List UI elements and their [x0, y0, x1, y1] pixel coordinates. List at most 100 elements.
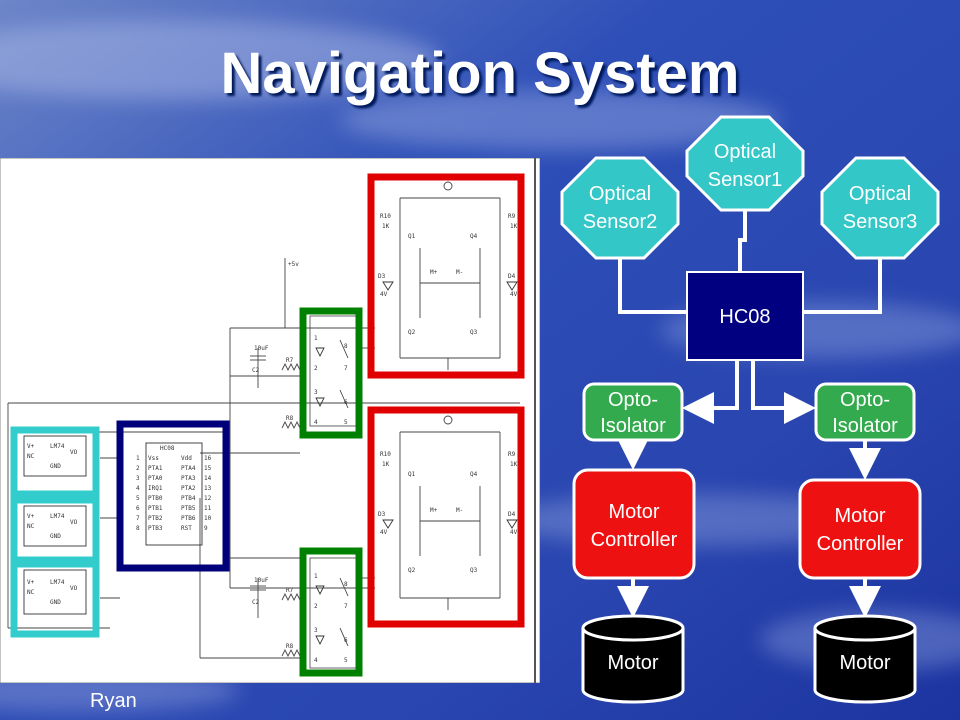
highlight-regulator-1 [10, 426, 100, 498]
svg-text:RST: RST [181, 525, 192, 532]
highlight-opto-top [299, 307, 363, 439]
optical-sensor1: Optical Sensor1 [685, 115, 805, 212]
svg-text:4: 4 [314, 419, 318, 426]
svg-text:HC08: HC08 [160, 445, 175, 452]
svg-text:Q2: Q2 [408, 567, 416, 574]
svg-text:Sensor1: Sensor1 [708, 169, 783, 191]
svg-text:LM74: LM74 [50, 579, 65, 586]
svg-text:D4: D4 [508, 273, 516, 280]
svg-text:Q1: Q1 [408, 233, 416, 240]
svg-text:PTA4: PTA4 [181, 465, 196, 472]
svg-text:M+: M+ [430, 269, 438, 276]
svg-text:Optical: Optical [714, 141, 776, 163]
svg-text:PTB4: PTB4 [181, 495, 196, 502]
svg-text:PTB6: PTB6 [181, 515, 196, 522]
resistors-left: R7 R8 R7 R8 [281, 357, 301, 658]
hbridge-bottom-schematic: R10 1K R9 1K Q1 Q2 Q3 Q4 D3 4V D4 4V M+ … [378, 415, 518, 610]
svg-text:4: 4 [136, 485, 140, 492]
highlight-regulator-2 [10, 496, 100, 564]
svg-text:13: 13 [204, 485, 212, 492]
svg-text:PTB0: PTB0 [148, 495, 163, 502]
regulator-1: V+ NC GND VO LM74 [23, 435, 87, 477]
svg-text:1K: 1K [510, 223, 518, 230]
svg-text:R7: R7 [286, 357, 294, 364]
line-sensor1-hc08 [738, 210, 747, 272]
arrow-hc08-iso-right [751, 360, 816, 424]
svg-text:10uF: 10uF [254, 577, 269, 584]
svg-text:NC: NC [27, 523, 35, 530]
svg-text:V+: V+ [27, 513, 35, 520]
svg-text:D4: D4 [508, 511, 516, 518]
svg-text:C2: C2 [252, 367, 260, 374]
highlight-hbridge-top [367, 173, 525, 379]
svg-text:Vdd: Vdd [181, 455, 192, 462]
svg-text:12: 12 [204, 495, 212, 502]
svg-text:Optical: Optical [849, 183, 911, 205]
svg-text:10uF: 10uF [254, 345, 269, 352]
svg-text:1: 1 [314, 335, 318, 342]
svg-text:PTB1: PTB1 [148, 505, 163, 512]
svg-text:D3: D3 [378, 273, 386, 280]
svg-text:9: 9 [204, 525, 208, 532]
svg-text:V+: V+ [27, 579, 35, 586]
svg-text:3: 3 [314, 389, 318, 396]
supply-label: +5v [288, 261, 299, 268]
svg-text:Controller: Controller [817, 533, 904, 555]
svg-text:4V: 4V [380, 529, 388, 536]
svg-text:HC08: HC08 [719, 306, 770, 328]
svg-text:PTA1: PTA1 [148, 465, 163, 472]
svg-text:5: 5 [136, 495, 140, 502]
svg-text:6: 6 [344, 399, 348, 406]
svg-text:R9: R9 [508, 213, 516, 220]
arrow-hc08-iso-left [682, 360, 739, 424]
svg-text:R7: R7 [286, 587, 294, 594]
opto-bottom-schematic: 8 7 6 5 1 2 3 4 [309, 557, 357, 669]
capacitor-top: 10uF C2 [250, 345, 269, 374]
line-sensor2-hc08 [618, 258, 687, 314]
motor-right: Motor [813, 614, 917, 704]
svg-text:Motor: Motor [839, 652, 890, 674]
svg-text:8: 8 [136, 525, 140, 532]
svg-text:NC: NC [27, 589, 35, 596]
svg-text:Sensor3: Sensor3 [843, 211, 918, 233]
svg-text:1: 1 [136, 455, 140, 462]
svg-text:PTA2: PTA2 [181, 485, 196, 492]
svg-text:VO: VO [70, 585, 78, 592]
regulator-3: V+ NC GND VO LM74 [23, 569, 87, 615]
svg-text:4: 4 [314, 657, 318, 664]
svg-text:V+: V+ [27, 443, 35, 450]
svg-text:Motor: Motor [607, 652, 658, 674]
svg-text:GND: GND [50, 533, 61, 540]
svg-text:4V: 4V [510, 529, 518, 536]
svg-text:GND: GND [50, 599, 61, 606]
svg-text:5: 5 [344, 657, 348, 664]
hbridge-top-schematic: R10 1K R9 1K Q1 Q2 Q3 Q4 D3 4V D4 4V M+ … [378, 181, 518, 370]
svg-text:Controller: Controller [591, 529, 678, 551]
svg-text:NC: NC [27, 453, 35, 460]
svg-text:16: 16 [204, 455, 212, 462]
svg-text:LM74: LM74 [50, 513, 65, 520]
svg-text:PTA3: PTA3 [181, 475, 196, 482]
highlight-regulator-3 [10, 560, 100, 638]
svg-text:Vss: Vss [148, 455, 159, 462]
svg-text:Opto-: Opto- [840, 389, 890, 411]
svg-text:VO: VO [70, 519, 78, 526]
svg-text:Motor: Motor [834, 505, 885, 527]
svg-text:1K: 1K [510, 461, 518, 468]
svg-text:C2: C2 [252, 599, 260, 606]
highlight-opto-bottom [299, 547, 363, 677]
svg-text:Isolator: Isolator [600, 415, 666, 437]
optical-sensor2: Optical Sensor2 [560, 156, 680, 260]
svg-text:3: 3 [136, 475, 140, 482]
svg-text:PTB3: PTB3 [148, 525, 163, 532]
svg-text:6: 6 [344, 637, 348, 644]
opto-isolator-right: Opto- Isolator [814, 382, 916, 442]
svg-text:10: 10 [204, 515, 212, 522]
svg-text:LM74: LM74 [50, 443, 65, 450]
mcu-chip: HC08 Vss PTA1 PTA0 IRQ1 PTB0 PTB1 PTB2 P… [136, 442, 212, 546]
svg-text:M-: M- [456, 269, 463, 276]
svg-text:11: 11 [204, 505, 212, 512]
regulator-2: V+ NC GND VO LM74 [23, 505, 87, 547]
highlight-mcu [116, 420, 230, 572]
svg-text:Q1: Q1 [408, 471, 416, 478]
